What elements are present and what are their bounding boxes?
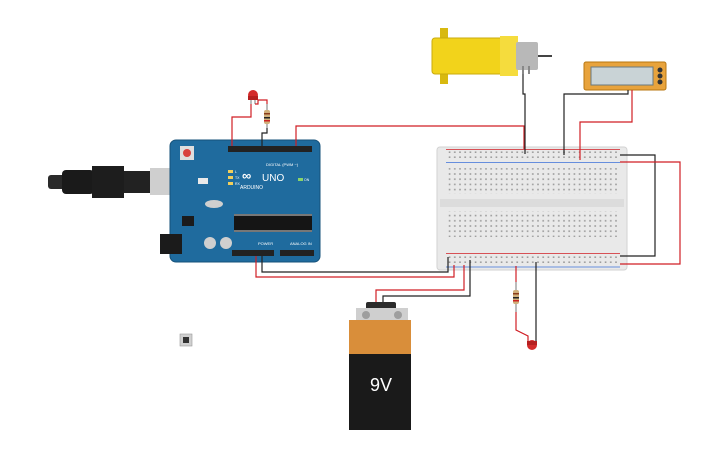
- battery-label: 9V: [370, 375, 392, 395]
- wire-battery-negative[interactable]: [382, 260, 471, 302]
- wire-battery-positive[interactable]: [375, 265, 465, 302]
- wire-gnd-breadboard[interactable]: [255, 256, 455, 278]
- power-label: POWER: [258, 241, 273, 246]
- breadboard[interactable]: [436, 146, 628, 271]
- resistor-top[interactable]: [264, 104, 270, 128]
- wire-resistor-led-red[interactable]: [515, 312, 529, 341]
- pushbutton[interactable]: [179, 333, 193, 347]
- arduino-logo: ∞: [242, 168, 251, 183]
- lcd-display[interactable]: [583, 61, 667, 91]
- dc-motor[interactable]: [431, 28, 552, 84]
- led-bottom[interactable]: [527, 340, 537, 350]
- arduino-uno[interactable]: ∞ ARDUINO UNO DIGITAL (PWM ~) POWER ANAL…: [160, 139, 321, 263]
- led-top[interactable]: [248, 90, 258, 104]
- wire-lcd-black[interactable]: [563, 90, 629, 155]
- wire-pin-breadboard[interactable]: [295, 125, 525, 149]
- led-tx-label: TX: [235, 176, 240, 180]
- arduino-brand: ARDUINO: [240, 185, 263, 191]
- reset-button[interactable]: [183, 149, 191, 157]
- wire-lcd-red[interactable]: [579, 90, 633, 160]
- wire-led-top-pin13[interactable]: [231, 104, 252, 146]
- analog-label: ANALOG IN: [290, 241, 312, 246]
- led-rx-label: RX: [235, 182, 241, 186]
- wire-resistor-top-gnd[interactable]: [261, 128, 268, 146]
- arduino-model: UNO: [262, 173, 284, 184]
- battery-9v[interactable]: 9V: [349, 302, 411, 430]
- wire-rail-right-red[interactable]: [620, 161, 681, 265]
- wire-5v-breadboard[interactable]: [261, 256, 449, 273]
- wires: [231, 74, 681, 341]
- resistor-bottom[interactable]: [513, 282, 519, 312]
- wire-led-top-resistor[interactable]: [255, 99, 268, 105]
- on-label: ON: [304, 178, 310, 182]
- led-l-label: L: [235, 170, 237, 174]
- wire-motor-breadboard[interactable]: [522, 74, 526, 154]
- wire-rail-right-black[interactable]: [620, 154, 656, 257]
- digital-label: DIGITAL (PWM ~): [266, 162, 299, 167]
